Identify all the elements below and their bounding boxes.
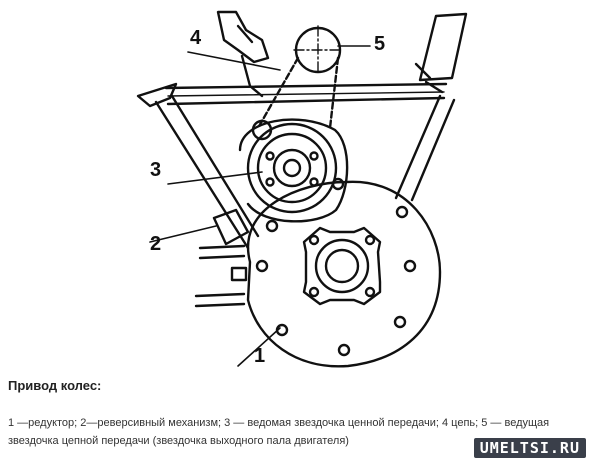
reverse-mechanism-2	[194, 208, 250, 308]
callout-4: 4	[190, 27, 202, 49]
driven-sprocket-3	[238, 118, 349, 223]
callout-1: 1	[254, 345, 265, 367]
drive-sprocket-5	[293, 25, 343, 75]
chain-4	[256, 56, 340, 130]
callout-3: 3	[150, 159, 161, 181]
callout-2: 2	[150, 233, 161, 255]
crossbar	[164, 82, 448, 106]
caption-text: 1 —редуктор; 2—реверсивный механизм; 3 —…	[8, 417, 550, 447]
wheel-drive-diagram: 4 5 3 2 1	[136, 10, 468, 368]
right-post	[394, 12, 468, 202]
lever-handle	[216, 10, 270, 98]
leader-lines	[149, 45, 371, 367]
callout-5: 5	[374, 33, 385, 55]
caption-title: Привод колес:	[8, 378, 102, 393]
site-watermark[interactable]: UMELTSI.RU	[473, 438, 586, 458]
left-frame-tube	[136, 82, 260, 250]
gearbox-1	[246, 180, 442, 368]
